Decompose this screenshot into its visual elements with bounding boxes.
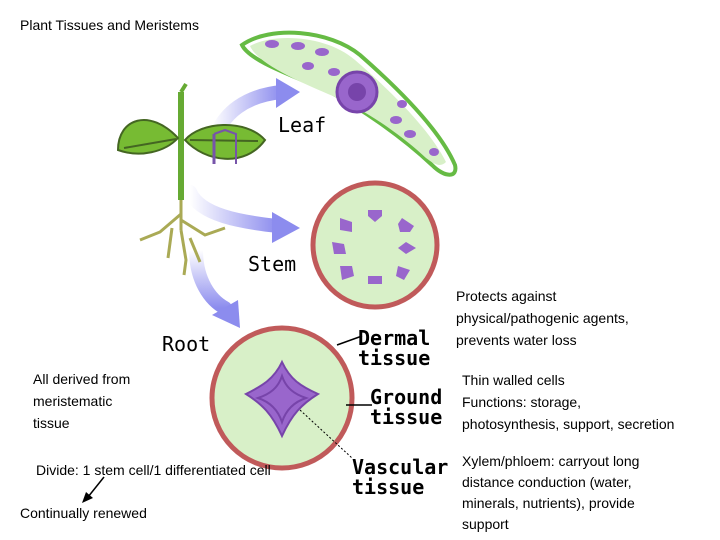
ground-note-line: photosynthesis, support, secretion <box>462 416 675 432</box>
vascular-note-line: distance conduction (water, <box>462 474 632 490</box>
left-leaf <box>116 119 180 155</box>
ground-tissue-label-line1: Ground <box>370 385 443 409</box>
root-label: Root <box>162 332 211 356</box>
vascular-note-line: Xylem/phloem: carryout long <box>462 453 640 469</box>
leaf-cross-section <box>239 30 458 177</box>
leaf-label: Leaf <box>278 113 327 137</box>
ground-note: Thin walled cells Functions: storage, ph… <box>462 371 674 433</box>
page-title: Plant Tissues and Meristems <box>20 17 199 33</box>
ground-note-line: Thin walled cells <box>462 372 565 388</box>
vascular-note-line: minerals, nutrients), provide <box>462 495 635 511</box>
plant-sprout <box>116 82 267 276</box>
vascular-note: Xylem/phloem: carryout long distance con… <box>462 452 639 533</box>
vascular-tissue-label-line2: tissue <box>352 475 425 499</box>
ground-note-line: Functions: storage, <box>462 394 582 410</box>
derived-note-line: tissue <box>33 415 70 431</box>
divide-note: Divide: 1 stem cell/1 differentiated cel… <box>36 462 271 478</box>
vascular-note-line: support <box>462 516 509 532</box>
dermal-note-line: Protects against <box>456 288 557 304</box>
dermal-tissue-label-line2: tissue <box>358 346 431 370</box>
root-cross-section <box>209 325 355 471</box>
dermal-tissue-label-line1: Dermal <box>358 326 431 350</box>
stem-cross-section <box>310 180 440 310</box>
renew-arrow <box>82 476 105 503</box>
vascular-tissue-label-line1: Vascular <box>352 455 449 479</box>
dermal-note: Protects against physical/pathogenic age… <box>456 287 629 349</box>
arrow-to-root <box>189 243 240 328</box>
derived-note: All derived from meristematic tissue <box>33 370 130 432</box>
renewed-note: Continually renewed <box>20 505 147 521</box>
dermal-note-line: physical/pathogenic agents, <box>456 310 629 326</box>
dermal-note-line: prevents water loss <box>456 332 577 348</box>
stem-label: Stem <box>248 252 297 276</box>
derived-note-line: All derived from <box>33 371 131 387</box>
derived-note-line: meristematic <box>33 393 113 409</box>
dermal-pointer <box>336 335 363 346</box>
ground-tissue-label-line2: tissue <box>370 405 443 429</box>
arrow-to-stem <box>183 185 300 243</box>
right-leaf <box>183 124 267 160</box>
